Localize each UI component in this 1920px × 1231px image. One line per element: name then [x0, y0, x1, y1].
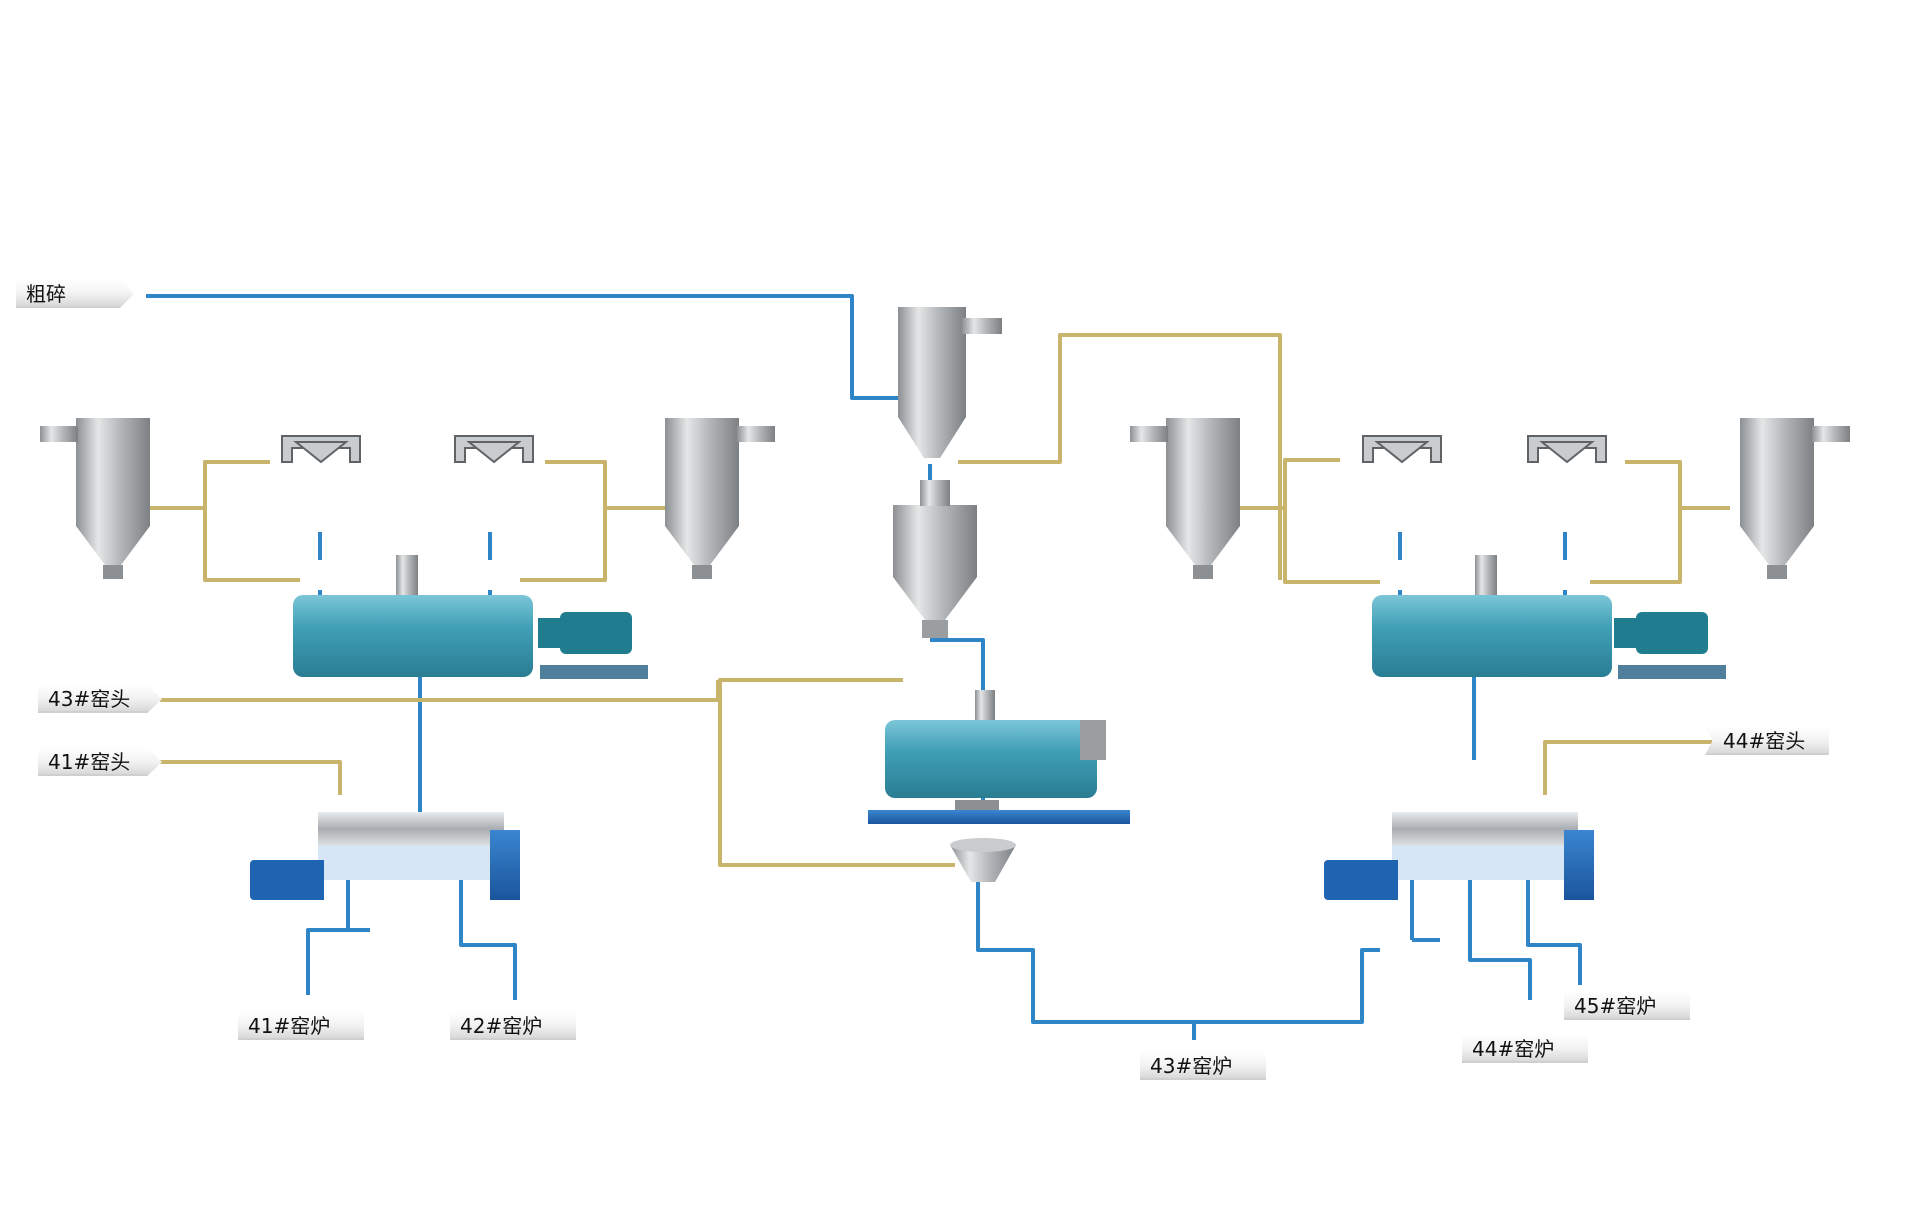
label-kiln-head-41: 41#窑头	[38, 748, 162, 776]
label-kiln-head-44: 44#窑头	[1705, 727, 1829, 755]
gold-pipes	[150, 333, 1730, 867]
label-furnace-42: 42#窑炉	[450, 1012, 576, 1040]
plough-mixer-left	[250, 812, 520, 900]
teal-mixer-right	[1372, 555, 1726, 679]
label-furnace-45: 45#窑炉	[1564, 992, 1690, 1020]
silo-right-outer	[1740, 418, 1850, 579]
plough-mixer-right	[1324, 812, 1594, 900]
silo-right-inner	[1130, 418, 1240, 579]
label-furnace-44: 44#窑炉	[1462, 1035, 1588, 1063]
silo-left-inner	[665, 418, 775, 579]
feeder-heads	[281, 435, 1607, 464]
label-crush: 粗碎	[16, 280, 134, 308]
silo-center	[898, 307, 1002, 458]
teal-mixer-center	[868, 690, 1130, 824]
silo-left-outer	[40, 418, 150, 579]
label-kiln-head-43: 43#窑头	[38, 685, 162, 713]
cone-hopper	[950, 838, 1016, 882]
cyclone-hopper	[893, 480, 977, 638]
label-furnace-43: 43#窑炉	[1140, 1052, 1266, 1080]
teal-mixer-left	[293, 555, 648, 679]
label-furnace-41: 41#窑炉	[238, 1012, 364, 1040]
